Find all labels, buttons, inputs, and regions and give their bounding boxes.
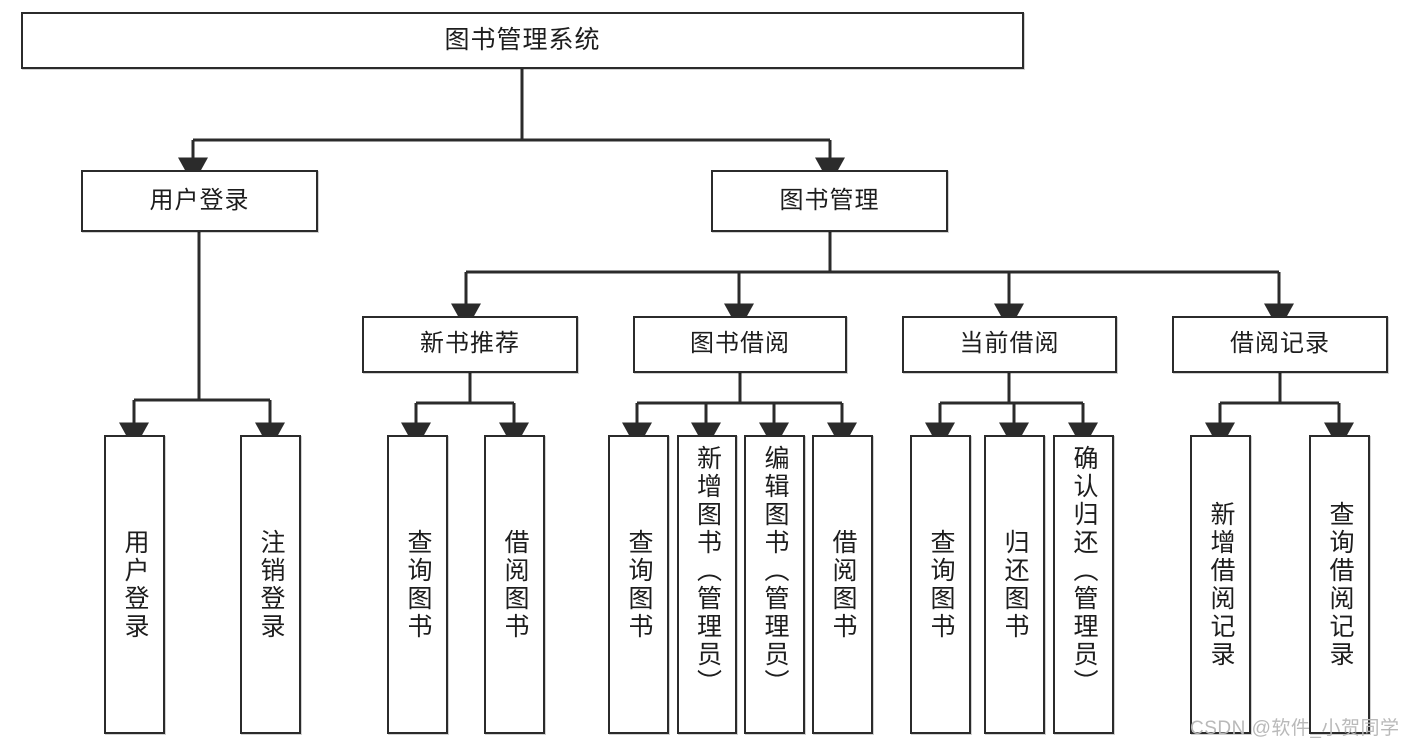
node-leaf-add-book[interactable]: 新增图书（管理员） (677, 435, 737, 734)
node-leaf-add-record-label: 新增借阅记录 (1207, 500, 1235, 669)
node-leaf-return-book[interactable]: 归还图书 (984, 435, 1045, 734)
node-root-label: 图书管理系统 (444, 25, 601, 54)
node-leaf-logout[interactable]: 注销登录 (240, 435, 301, 734)
node-leaf-add-book-label: 新增图书（管理员） (693, 445, 722, 697)
node-borrow-record[interactable]: 借阅记录 (1172, 316, 1388, 373)
node-leaf-query-record-label: 查询借阅记录 (1326, 500, 1354, 669)
node-leaf-confirm-return[interactable]: 确认归还（管理员） (1053, 435, 1114, 734)
node-root[interactable]: 图书管理系统 (21, 12, 1024, 69)
node-new-book-recommend[interactable]: 新书推荐 (362, 316, 578, 373)
node-book-manage-label: 图书管理 (779, 186, 880, 214)
csdn-watermark: CSDN @软件_小贺同学 (1190, 718, 1400, 739)
node-leaf-user-login[interactable]: 用户登录 (104, 435, 165, 734)
node-leaf-logout-label: 注销登录 (257, 528, 285, 641)
node-current-borrow[interactable]: 当前借阅 (902, 316, 1117, 373)
node-book-manage[interactable]: 图书管理 (711, 170, 948, 232)
node-leaf-query-book-2-label: 查询图书 (625, 528, 653, 641)
node-leaf-query-book-1-label: 查询图书 (404, 528, 432, 641)
node-leaf-edit-book[interactable]: 编辑图书（管理员） (744, 435, 805, 734)
node-leaf-return-book-label: 归还图书 (1001, 528, 1029, 641)
node-leaf-borrow-book-2-label: 借阅图书 (829, 528, 857, 641)
node-leaf-borrow-book-2[interactable]: 借阅图书 (812, 435, 873, 734)
node-leaf-confirm-return-label: 确认归还（管理员） (1070, 445, 1098, 697)
node-leaf-user-login-label: 用户登录 (121, 528, 149, 641)
node-book-borrow[interactable]: 图书借阅 (633, 316, 847, 373)
node-borrow-record-label: 借阅记录 (1230, 330, 1330, 358)
node-leaf-query-book-3[interactable]: 查询图书 (910, 435, 971, 734)
node-leaf-query-record[interactable]: 查询借阅记录 (1309, 435, 1370, 734)
node-leaf-query-book-2[interactable]: 查询图书 (608, 435, 669, 734)
node-current-borrow-label: 当前借阅 (959, 330, 1060, 358)
node-leaf-query-book-3-label: 查询图书 (927, 528, 955, 641)
node-leaf-borrow-book-1[interactable]: 借阅图书 (484, 435, 545, 734)
node-leaf-borrow-book-1-label: 借阅图书 (501, 528, 529, 641)
node-leaf-query-book-1[interactable]: 查询图书 (387, 435, 448, 734)
node-leaf-edit-book-label: 编辑图书（管理员） (761, 445, 789, 697)
node-new-book-recommend-label: 新书推荐 (420, 330, 520, 358)
node-user-login-label: 用户登录 (149, 186, 250, 214)
node-leaf-add-record[interactable]: 新增借阅记录 (1190, 435, 1251, 734)
node-book-borrow-label: 图书借阅 (690, 330, 790, 358)
node-user-login[interactable]: 用户登录 (81, 170, 318, 232)
